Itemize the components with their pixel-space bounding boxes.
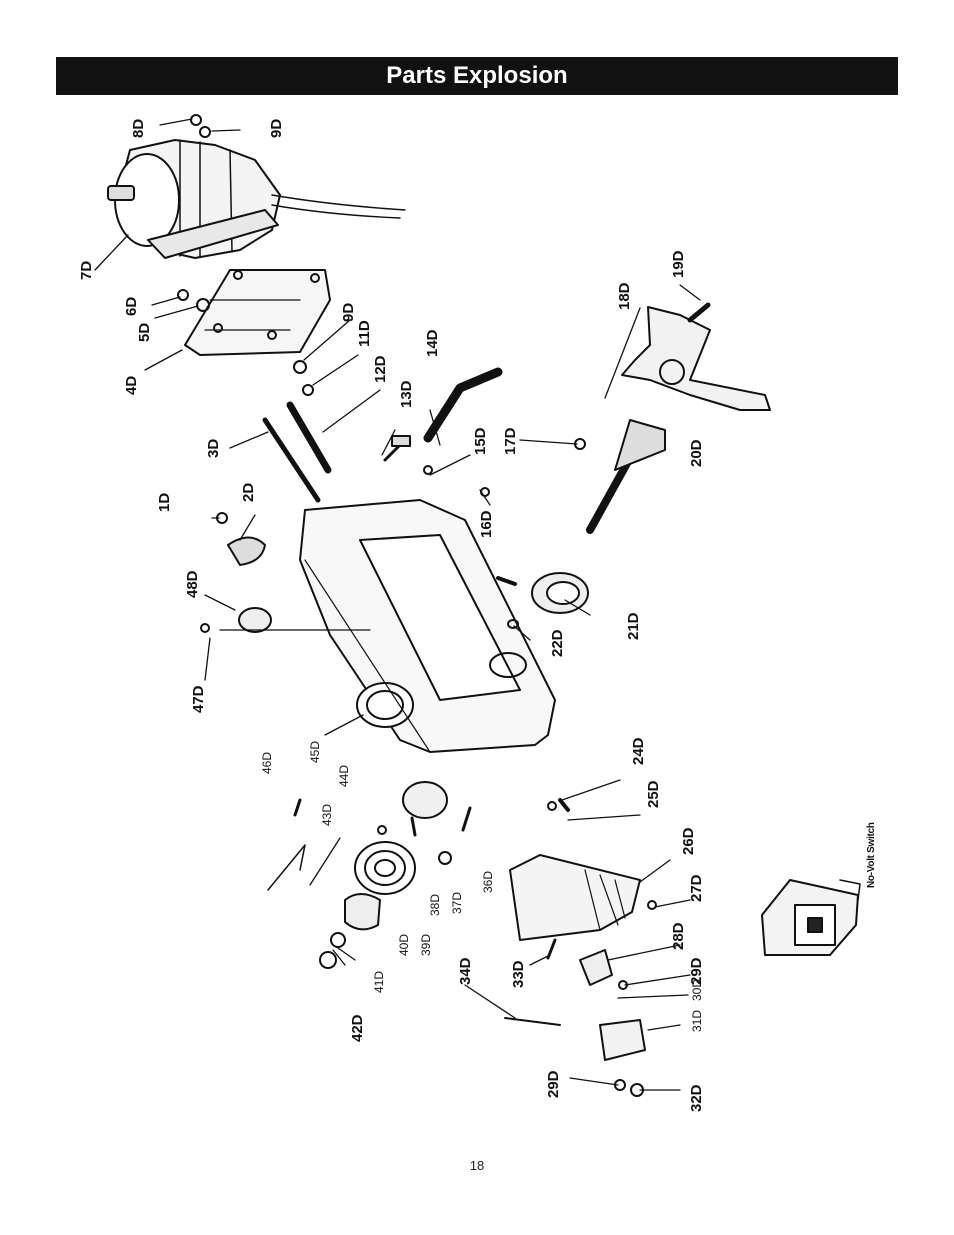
tool-rest-arm	[621, 302, 771, 411]
part-label-12D: 12D	[372, 355, 389, 383]
part-label-1D: 1D	[156, 492, 173, 512]
part-label-32D: 32D	[688, 1084, 705, 1112]
part-label-44D: 44D	[337, 764, 351, 787]
title-bar: Parts Explosion	[56, 57, 898, 95]
part-label-3D: 3D	[205, 438, 222, 458]
part-label-11D: 11D	[356, 320, 373, 347]
part-label-18D: 18D	[616, 282, 633, 310]
part-label-45D: 45D	[308, 740, 322, 763]
part-label-31D: 31D	[690, 1009, 704, 1032]
no-volt-switch	[761, 879, 861, 956]
part-label-7D: 7D	[78, 260, 95, 280]
part-label-42D: 42D	[349, 1014, 366, 1042]
part-label-47D: 47D	[190, 685, 207, 713]
part-label-33D: 33D	[510, 960, 527, 988]
page-title: Parts Explosion	[386, 62, 568, 89]
part-label-30D: 30D	[690, 978, 704, 1001]
part-label-2D: 2D	[240, 482, 257, 502]
part-label-9D: 9D	[340, 302, 357, 322]
part-label-40D: 40D	[397, 933, 411, 956]
part-label-36D: 36D	[481, 870, 495, 893]
part-label-41D: 41D	[372, 970, 386, 993]
motor-bracket	[184, 269, 331, 356]
part-label-37D: 37D	[450, 891, 464, 914]
part-label-26D: 26D	[680, 827, 697, 855]
part-label-19D: 19D	[670, 250, 687, 278]
part-label-14D: 14D	[424, 329, 441, 357]
part-label-34D: 34D	[457, 957, 474, 985]
part-label-22D: 22D	[549, 629, 566, 657]
part-label-27D: 27D	[688, 874, 705, 902]
part-label-38D: 38D	[428, 893, 442, 916]
part-label-48D: 48D	[184, 570, 201, 598]
part-label-24D: 24D	[630, 737, 647, 765]
no-volt-switch-label: No-Volt Switch	[866, 822, 877, 888]
page-number: 18	[469, 1158, 485, 1173]
part-label-17D: 17D	[502, 427, 519, 455]
motor	[107, 139, 406, 259]
part-label-20D: 20D	[688, 439, 705, 467]
part-label-5D: 5D	[136, 322, 153, 342]
part-label-46D: 46D	[260, 751, 274, 774]
part-label-9D-top: 9D	[268, 118, 285, 138]
part-label-16D: 16D	[478, 510, 495, 538]
part-label-25D: 25D	[645, 780, 662, 808]
part-label-29D-b: 29D	[545, 1070, 562, 1098]
part-label-4D: 4D	[123, 375, 140, 395]
switch-box	[509, 854, 641, 941]
part-label-43D: 43D	[320, 803, 334, 826]
part-label-15D: 15D	[472, 427, 489, 455]
base-housing	[299, 499, 556, 753]
part-label-13D: 13D	[398, 380, 415, 408]
part-label-8D: 8D	[130, 118, 147, 138]
part-label-6D: 6D	[123, 296, 140, 316]
part-label-21D: 21D	[625, 612, 642, 640]
part-label-28D: 28D	[670, 922, 687, 950]
part-label-39D: 39D	[419, 933, 433, 956]
